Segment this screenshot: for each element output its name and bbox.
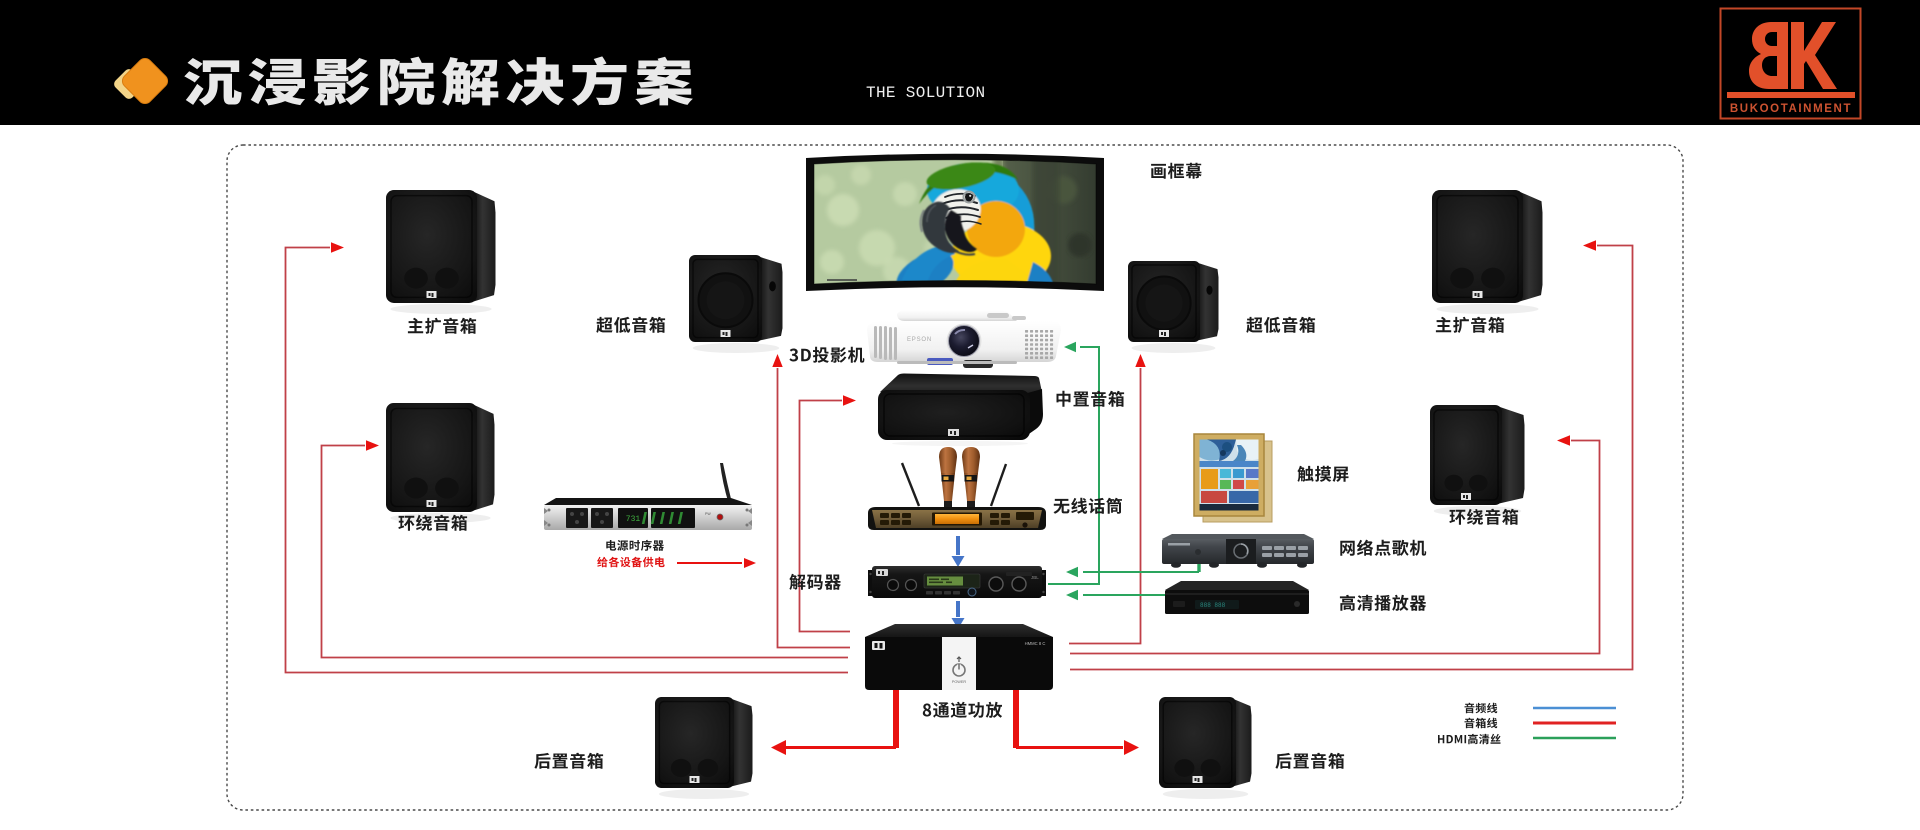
svg-text:EPSON: EPSON bbox=[907, 337, 932, 343]
svg-text:HMMC 8 C: HMMC 8 C bbox=[1025, 641, 1046, 646]
svg-text:888 888: 888 888 bbox=[1200, 602, 1226, 609]
svg-text:POWER: POWER bbox=[952, 680, 967, 684]
svg-text:JBL: JBL bbox=[1031, 575, 1039, 580]
svg-text:PW: PW bbox=[705, 512, 711, 516]
svg-text:731: 731 bbox=[626, 515, 641, 524]
svg-text:BUKOOTAINMENT: BUKOOTAINMENT bbox=[1730, 103, 1852, 115]
